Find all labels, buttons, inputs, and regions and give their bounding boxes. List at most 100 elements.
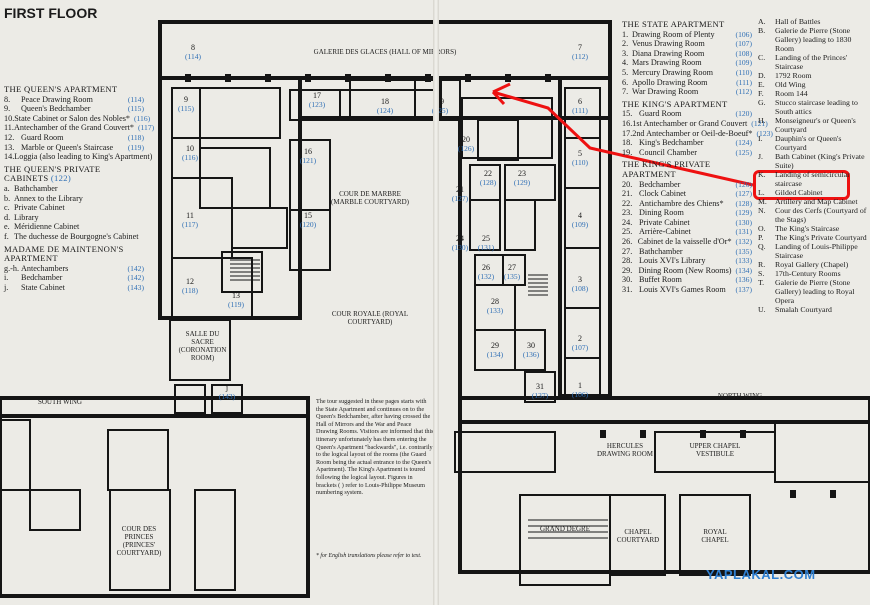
annotation-arrow [491, 82, 754, 187]
legend-row: 19.Council Chamber(125) [622, 147, 752, 157]
legend-heading: THE QUEEN'S APARTMENT [4, 84, 118, 94]
legend-row: 24.Private Cabinet(130) [622, 217, 752, 227]
legend-row: M.Artillery and Map Cabinet [758, 197, 858, 206]
chapel-courtyard-label: CHAPEL COURTYARD [616, 528, 660, 544]
room-number: j(143) [218, 383, 236, 401]
legend-row: E.Old Wing [758, 80, 806, 89]
legend-row: 8.Peace Drawing Room(114) [4, 94, 144, 104]
room-number: 19(125) [431, 97, 449, 115]
legend-row: 10.State Cabinet or Salon des Nobles*(11… [4, 113, 151, 123]
legend-row: a.Bathchamber [4, 183, 58, 193]
room-number: 13(119) [228, 291, 244, 309]
legend-row: 16.1st Antechamber or Grand Couvert(121) [622, 118, 768, 128]
annotation-box [753, 170, 850, 200]
room-number: 25(131) [477, 234, 495, 252]
north-wing-label: NORTH WING [717, 392, 763, 400]
legend-row: 18.King's Bedchamber(124) [622, 138, 752, 148]
hercules-label: HERCULES DRAWING ROOM [596, 442, 654, 458]
legend-row: A.Hall of Battles [758, 17, 821, 26]
legend-row: 31.Louis XVI's Games Room(137) [622, 285, 752, 295]
room-number: 30(136) [522, 341, 540, 359]
legend-row: 12.Guard Room(118) [4, 132, 144, 142]
room-number: 26(132) [477, 263, 495, 281]
room-number: 22(128) [479, 169, 497, 187]
legend-row: 20.Bedchamber(126) [622, 179, 752, 189]
room-number: 31(137) [531, 382, 549, 400]
cour-royale-label: COUR ROYALE (ROYAL COURTYARD) [331, 310, 409, 326]
legend-row: O.The King's Staircase [758, 224, 840, 233]
tour-note: The tour suggested in these pages starts… [316, 398, 434, 497]
legend-row: S.17th-Century Rooms [758, 269, 841, 278]
chapel-vestibule-label: UPPER CHAPEL VESTIBULE [689, 442, 741, 458]
legend-row: U.Smalah Courtyard [758, 305, 832, 314]
page-title: FIRST FLOOR [4, 5, 98, 21]
salle-sacre-label: SALLE DU SACRE (CORONATION ROOM) [178, 330, 227, 362]
legend-row: D.1792 Room [758, 71, 812, 80]
legend-row: P.The King's Private Courtyard [758, 233, 867, 242]
cour-princes-label: COUR DES PRINCES (PRINCES' COURTYARD) [116, 525, 162, 557]
legend-row: Q.Landing of Louis-Philippe Staircase [758, 242, 858, 260]
legend-row: F.Room 144 [758, 89, 808, 98]
legend-row: 7.War Drawing Room(112) [622, 87, 752, 97]
legend-row: i.Bedchamber(142) [4, 273, 144, 283]
room-number: 16(121) [299, 147, 317, 165]
legend-row: I.Dauphin's or Queen's Courtyard [758, 134, 842, 152]
room-number: 23(129) [513, 169, 531, 187]
room-number: 1(106) [571, 381, 589, 399]
room-number: 2(107) [571, 334, 589, 352]
galerie-label: GALERIE DES GLACES (HALL OF MIRRORS) [313, 48, 457, 56]
legend-row: 17.2nd Antechamber or Oeil-de-Boeuf*(123… [622, 128, 773, 138]
footnote: * for English translations please refer … [316, 553, 422, 559]
room-number: 24(130) [451, 234, 469, 252]
legend-row: B.Galerie de Pierre (Stone Gallery) lead… [758, 26, 852, 53]
room-number: 15(120) [299, 211, 317, 229]
legend-row: H.Monseigneur's or Queen's Courtyard [758, 116, 856, 134]
legend-row: 3.Diana Drawing Room(108) [622, 48, 752, 58]
queens-legend: THE QUEEN'S APARTMENT 8.Peace Drawing Ro… [4, 82, 155, 292]
legend-row: b.Annex to the Library [4, 193, 83, 203]
room-number: 7(112) [572, 43, 588, 61]
legend-row: 5.Mercury Drawing Room(110) [622, 67, 752, 77]
watermark: YAPLAKAL.COM [706, 567, 816, 582]
letters-legend: A.Hall of Battles B.Galerie de Pierre (S… [758, 17, 868, 314]
legend-row: d.Library [4, 212, 39, 222]
legend-row: 23.Dining Room(129) [622, 208, 752, 218]
south-wing-label: SOUTH WING [37, 398, 82, 406]
room-number: 8(114) [185, 43, 201, 61]
legend-row: 29.Dining Room (New Rooms)(134) [622, 265, 752, 275]
legend-row: 9.Queen's Bedchamber(115) [4, 104, 144, 114]
legend-row: 15.Guard Room(120) [622, 109, 752, 119]
legend-row: 26.Cabinet de la vaisselle d'Or*(132) [622, 237, 752, 247]
legend-heading: THE KING'S APARTMENT [622, 98, 728, 109]
room-number: 28(133) [486, 297, 504, 315]
room-number: 20(126) [457, 135, 475, 153]
room-number: 17(123) [308, 91, 326, 109]
legend-heading: MADAME DE MAINTENON'S APARTMENT [4, 243, 124, 264]
room-number: 12(118) [182, 277, 198, 295]
room-number: 9(115) [178, 95, 194, 113]
legend-row: T.Galerie de Pierre (Stone Gallery) lead… [758, 278, 855, 305]
room-number: 18(124) [376, 97, 394, 115]
page-fold [433, 0, 439, 605]
legend-row: 11.Antechamber of the Grand Couvert*(117… [4, 123, 155, 133]
grand-degre-label: GRAND DEGRE [540, 525, 590, 533]
room-number: 6(111) [572, 97, 588, 115]
state-legend: THE STATE APARTMENT 1.Drawing Room of Pl… [622, 17, 773, 295]
legend-row: j.State Cabinet(143) [4, 282, 144, 292]
legend-row: c.Private Cabinet [4, 203, 65, 213]
room-number: 27(135) [503, 263, 521, 281]
legend-row: 27.Bathchamber(135) [622, 246, 752, 256]
room-number: 5(110) [572, 149, 588, 167]
royal-chapel-label: ROYAL CHAPEL [701, 528, 729, 544]
legend-row: 2.Venus Drawing Room(107) [622, 39, 752, 49]
room-number: 11(117) [182, 211, 198, 229]
legend-row: 25.Arrière-Cabinet(131) [622, 227, 752, 237]
legend-row: e.Méridienne Cabinet [4, 222, 80, 232]
legend-heading: THE KING'S PRIVATE APARTMENT [622, 159, 711, 179]
legend-row: g.-h.Antechambers(142) [4, 263, 144, 273]
cour-marbre-label: COUR DE MARBRE (MARBLE COURTYARD) [331, 190, 409, 206]
legend-row: C.Landing of the Princes' Staircase [758, 53, 848, 71]
legend-heading: THE QUEEN'S PRIVATE CABINETS (122) [4, 163, 101, 184]
